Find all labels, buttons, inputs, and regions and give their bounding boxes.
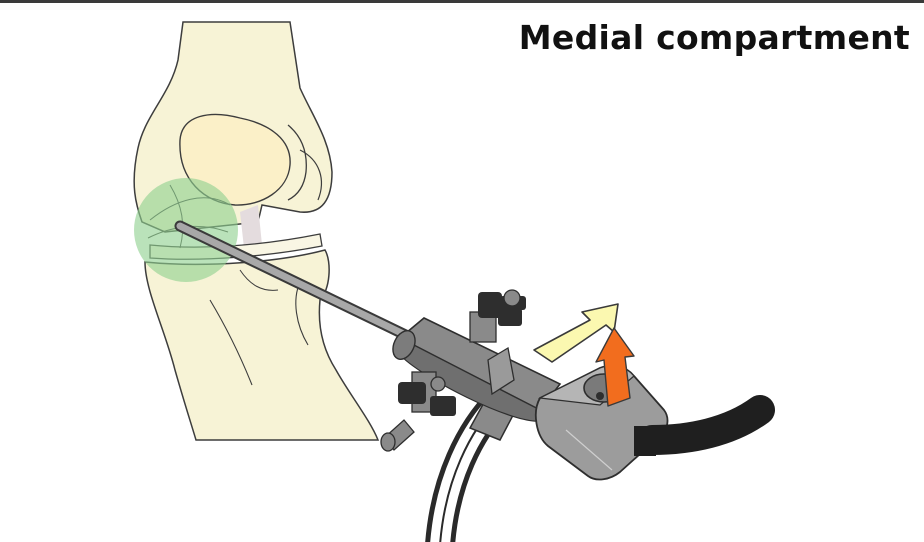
page-title: Medial compartment [519,18,910,57]
camera-cable [652,410,760,440]
upper-valve [470,290,526,342]
lower-valve [381,372,456,451]
